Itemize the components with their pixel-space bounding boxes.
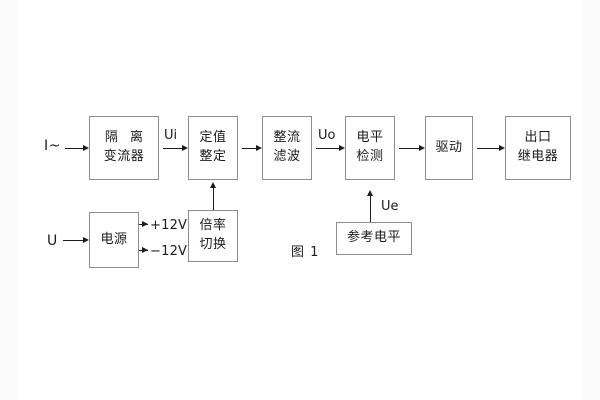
block-multiplier-switch-line-2: 切换 — [199, 237, 227, 252]
block-level-detection-line-2: 检测 — [356, 149, 384, 164]
connector-isolation-to-setting — [163, 148, 182, 149]
arrowhead-rectifier-to-level-detection — [339, 145, 345, 151]
block-multiplier-switch: 倍率 切换 — [188, 210, 238, 262]
connector-reference-level-to-level-detection — [370, 196, 371, 222]
arrowhead-reference-level-to-level-detection — [366, 190, 373, 196]
block-setting-adjustment: 定值 整定 — [188, 116, 238, 180]
connector-level-detection-to-driver — [399, 148, 419, 149]
block-driver: 驱动 — [425, 116, 473, 180]
block-rectifier-filter: 整流 滤波 — [262, 116, 312, 180]
arrowhead-driver-to-output-relay — [499, 145, 505, 151]
port-label-current-input: I~ — [44, 138, 61, 154]
rail-label-negative-12v: −12V — [150, 244, 188, 259]
figure-caption: 图 1 — [291, 245, 320, 260]
block-level-detection-line-1: 电平 — [356, 130, 384, 146]
block-power-supply-line-1: 电源 — [100, 231, 128, 247]
block-level-detection: 电平 检测 — [345, 116, 395, 180]
block-rectifier-filter-line-2: 滤波 — [273, 149, 301, 164]
block-reference-level: 参考电平 — [336, 222, 412, 255]
arrowhead-negative-rail — [142, 247, 148, 253]
connector-driver-to-output-relay — [477, 148, 499, 149]
arrowhead-voltage-input-to-power-supply — [83, 237, 89, 243]
block-rectifier-filter-line-1: 整流 — [273, 130, 301, 146]
port-label-voltage-input: U — [47, 233, 58, 249]
arrowhead-current-input-to-isolation — [83, 145, 89, 151]
block-output-relay-line-1: 出口 — [524, 130, 552, 146]
page-margin-right — [582, 0, 600, 400]
connector-voltage-input-to-power-supply — [63, 240, 83, 241]
signal-label-ui: Ui — [164, 128, 178, 143]
block-isolation-transformer: 隔 离 变流器 — [89, 116, 159, 180]
block-power-supply: 电源 — [89, 212, 139, 268]
block-setting-adjustment-line-2: 整定 — [199, 149, 227, 164]
arrowhead-multiplier-switch-to-setting — [209, 182, 216, 188]
connector-current-input-to-isolation — [65, 148, 83, 149]
block-setting-adjustment-line-1: 定值 — [199, 130, 227, 146]
block-output-relay: 出口 继电器 — [505, 116, 571, 180]
arrowhead-isolation-to-setting — [182, 145, 188, 151]
signal-label-uo: Uo — [318, 128, 336, 143]
block-isolation-transformer-line-2: 变流器 — [103, 149, 145, 164]
arrowhead-positive-rail — [142, 221, 148, 227]
rail-label-positive-12v: +12V — [150, 218, 188, 233]
block-output-relay-line-2: 继电器 — [517, 149, 559, 164]
block-multiplier-switch-line-1: 倍率 — [199, 218, 227, 234]
connector-setting-to-rectifier — [242, 148, 256, 149]
connector-rectifier-to-level-detection — [316, 148, 339, 149]
block-driver-line-1: 驱动 — [435, 139, 463, 155]
page-margin-left — [0, 0, 18, 400]
signal-label-ue: Ue — [381, 199, 399, 214]
block-reference-level-line-1: 参考电平 — [346, 230, 401, 246]
block-isolation-transformer-line-1: 隔 离 — [104, 130, 148, 146]
arrowhead-setting-to-rectifier — [256, 145, 262, 151]
arrowhead-level-detection-to-driver — [419, 145, 425, 151]
connector-multiplier-switch-to-setting — [213, 188, 214, 210]
